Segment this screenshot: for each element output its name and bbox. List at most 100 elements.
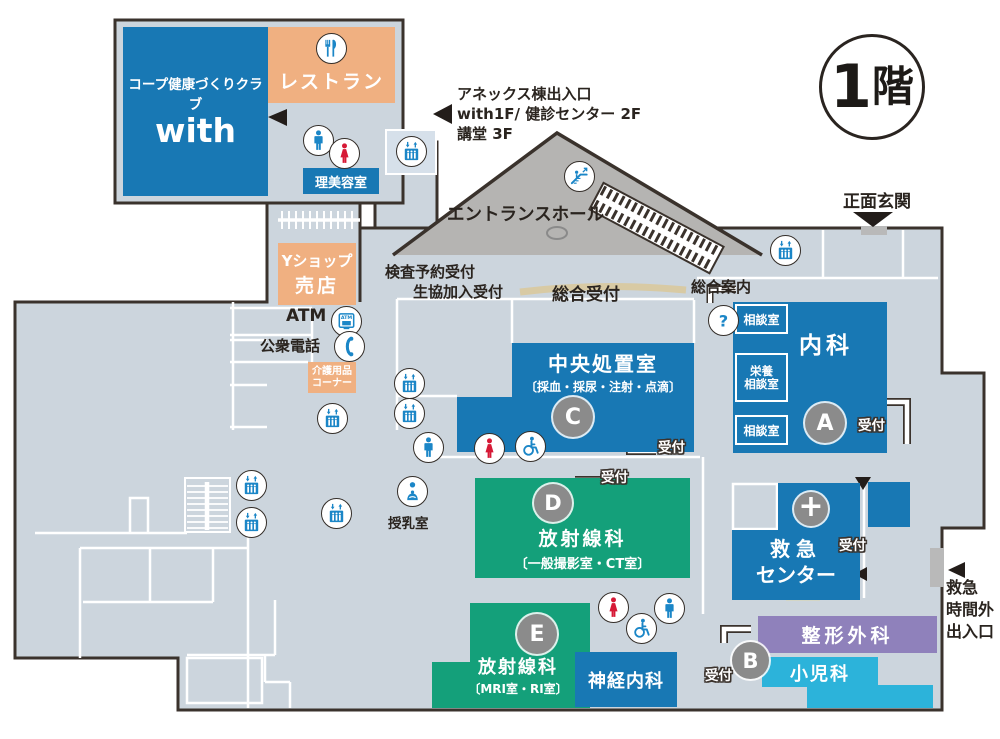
direction-arrows <box>268 104 965 581</box>
baby-icon <box>396 475 428 507</box>
nursing-room-label: 授乳室 <box>388 516 429 532</box>
er-exit-line2: 時間外 <box>946 600 995 619</box>
room-barber: 理美容室 <box>303 168 379 194</box>
interior-walls <box>35 230 938 708</box>
badge-e: E <box>517 614 557 654</box>
room-yshop: Yショップ 売店 <box>278 243 356 305</box>
elevator-icon <box>235 469 267 501</box>
stairs-left <box>184 477 231 533</box>
annex-line1: アネックス棟出入口 <box>457 85 592 103</box>
elevator-icon <box>316 402 348 434</box>
emergency-line2: センター <box>756 563 836 587</box>
annex-line3: 講堂 3F <box>457 125 513 143</box>
room-radiology-general: 放射線科 〔一般撮影室・CT室〕 <box>475 478 690 578</box>
room-neurology: 神経内科 <box>575 652 677 707</box>
radiology-e-title: 放射線科 <box>478 657 558 678</box>
consult-1-label: 相談室 <box>743 312 780 327</box>
reception-emergency-label: 受付 <box>839 538 866 554</box>
barber-label: 理美容室 <box>314 175 367 191</box>
consult-2-label: 相談室 <box>743 423 780 438</box>
restaurant-label: レストラン <box>278 71 384 93</box>
naika-label: 内科 <box>799 333 853 359</box>
care-line2: コーナー <box>312 377 352 389</box>
floor-number-badge: 1 階 <box>819 34 925 140</box>
central-treatment-title: 中央処置室 <box>548 352 658 376</box>
central-treatment-sub: 〔採血・採尿・注射・点滴〕 <box>524 380 681 394</box>
badge-c-label: C <box>564 404 582 430</box>
female-icon <box>597 591 629 623</box>
atm-label: ATM <box>286 306 327 326</box>
badge-b-label: B <box>742 648 759 673</box>
male-icon <box>653 592 685 624</box>
nutrition-line2: 相談室 <box>744 376 779 391</box>
elevator-icon <box>395 135 427 167</box>
stairs-top <box>278 211 360 229</box>
badge-a-label: A <box>816 410 834 436</box>
reception-b-label: 受付 <box>705 668 732 684</box>
yshop-line2: 売店 <box>294 275 339 297</box>
forkknife-icon <box>315 32 347 64</box>
question-icon <box>707 304 739 336</box>
care-line1: 介護用品 <box>312 365 352 377</box>
radiology-d-sub: 〔一般撮影室・CT室〕 <box>514 557 651 572</box>
radiology-d-title: 放射線科 <box>538 528 627 550</box>
floor-number: 1 <box>830 52 872 122</box>
orthopedics-label: 整形外科 <box>801 625 894 647</box>
badge-d: D <box>534 484 572 522</box>
with-club-line2: with <box>154 111 237 151</box>
badge-b: B <box>732 642 769 679</box>
info-desk-label: 総合案内 <box>691 278 752 296</box>
elevator-icon <box>393 367 425 399</box>
floor-kanji: 階 <box>871 62 914 111</box>
room-consult-2: 相談室 <box>735 415 788 445</box>
er-exit-label: 救急 時間外 出入口 <box>946 577 994 643</box>
annex-line2: with1F/ 健診センター 2F <box>457 105 642 123</box>
reception-d-label: 受付 <box>601 470 628 486</box>
male-icon <box>412 431 444 463</box>
escalator-icon <box>563 160 595 192</box>
room-consult-1: 相談室 <box>735 304 788 334</box>
er-exit-line3: 出入口 <box>946 622 995 641</box>
phone-icon <box>333 330 365 362</box>
wheelchair-icon <box>514 430 546 462</box>
neurology-label: 神経内科 <box>588 670 664 692</box>
badge-e-label: E <box>529 621 545 647</box>
escalator-ramp <box>588 181 725 275</box>
emergency-line1: 救急 <box>770 537 822 561</box>
room-restaurant: レストラン <box>268 27 395 103</box>
room-nutrition-consult: 栄養 相談室 <box>735 353 788 402</box>
phone-label: 公衆電話 <box>260 337 321 355</box>
badge-a: A <box>805 403 845 443</box>
badge-c: C <box>553 397 593 437</box>
entrance-hall-label: エントランスホール <box>447 205 605 225</box>
yshop-line1: Yショップ <box>281 252 353 270</box>
elevator-icon <box>393 397 425 429</box>
room-orthopedics: 整形外科 <box>758 616 937 653</box>
elevator-icon <box>769 234 801 266</box>
er-exit-door <box>930 548 944 587</box>
annex-entrance-note: アネックス棟出入口 with1F/ 健診センター 2F 講堂 3F <box>457 84 641 144</box>
exam-reception-label: 検査予約受付 <box>385 263 476 281</box>
room-annex-blue <box>868 482 910 527</box>
room-care-corner: 介護用品 コーナー <box>308 362 356 393</box>
nutrition-line1: 栄養 <box>750 363 773 378</box>
room-with-club: コープ健康づくりクラブ with <box>123 27 268 196</box>
hall-pillar <box>546 226 568 240</box>
main-entrance-label: 正面玄関 <box>843 192 911 212</box>
er-exit-line1: 救急 <box>946 578 979 597</box>
general-reception-counter <box>519 282 687 296</box>
badge-d-label: D <box>544 491 562 515</box>
female-icon <box>328 137 360 169</box>
reception-a-label: 受付 <box>858 418 885 434</box>
female-icon <box>473 432 505 464</box>
elevator-icon <box>320 497 352 529</box>
badge-emergency-cross: + <box>794 492 828 526</box>
radiology-e-sub: 〔MRI室・RI室〕 <box>468 682 568 696</box>
coop-reception-label: 生協加入受付 <box>413 283 504 301</box>
reception-c-label: 受付 <box>658 440 685 456</box>
pediatrics-label: 小児科 <box>790 664 850 685</box>
male-icon <box>302 124 334 156</box>
with-club-line1: コープ健康づくりクラブ <box>128 77 263 114</box>
emergency-cross-label: + <box>798 489 824 524</box>
